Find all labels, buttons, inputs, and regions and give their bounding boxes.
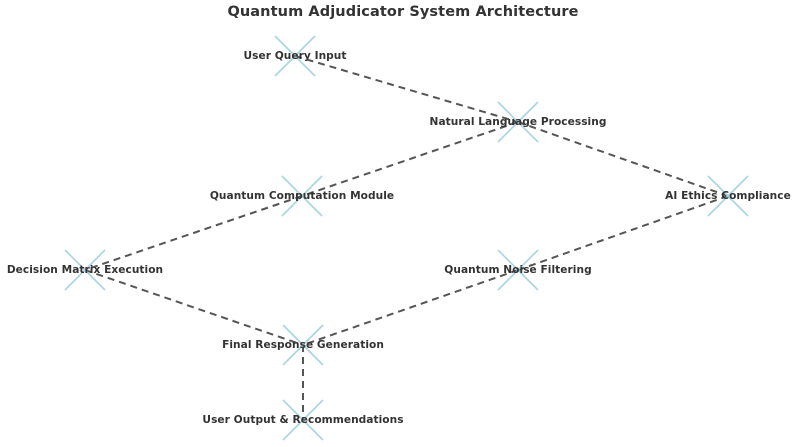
graph-edge [517,121,729,197]
graph-node-user_query_input[interactable] [274,35,316,77]
x-marker-icon [497,101,539,143]
graph-node-user_output_recommendations[interactable] [282,399,324,441]
graph-node-natural_language_processing[interactable] [497,101,539,143]
edge-layer [84,55,729,420]
x-marker-icon [64,249,106,291]
graph-node-decision_matrix_execution[interactable] [64,249,106,291]
node-label-user_query_input: User Query Input [243,50,347,62]
x-marker-icon [274,35,316,77]
graph-edge [294,55,519,123]
node-label-ai_ethics_compliance: AI Ethics Compliance [665,190,791,202]
x-marker-icon [497,249,539,291]
graph-node-quantum_computation_module[interactable] [281,175,323,217]
x-marker-icon [707,175,749,217]
node-label-natural_language_processing: Natural Language Processing [429,116,607,128]
graph-node-ai_ethics_compliance[interactable] [707,175,749,217]
graph-edge [84,269,304,346]
x-marker-icon [282,324,324,366]
node-layer [64,35,749,441]
x-marker-icon [281,175,323,217]
graph-node-quantum_noise_filtering[interactable] [497,249,539,291]
node-label-quantum_noise_filtering: Quantum Noise Filtering [444,264,592,276]
node-label-quantum_computation_module: Quantum Computation Module [209,190,395,202]
node-label-user_output_recommendations: User Output & Recommendations [202,414,404,426]
graph-edge [302,269,519,346]
node-label-final_response_generation: Final Response Generation [222,339,384,351]
graph-edge [301,121,519,197]
graph-edge [517,195,729,271]
x-marker-icon [282,399,324,441]
node-label-decision_matrix_execution: Decision Matrix Execution [6,264,164,276]
page-title: Quantum Adjudicator System Architecture [227,4,579,20]
graph-node-final_response_generation[interactable] [282,324,324,366]
graph-edge [84,195,303,271]
